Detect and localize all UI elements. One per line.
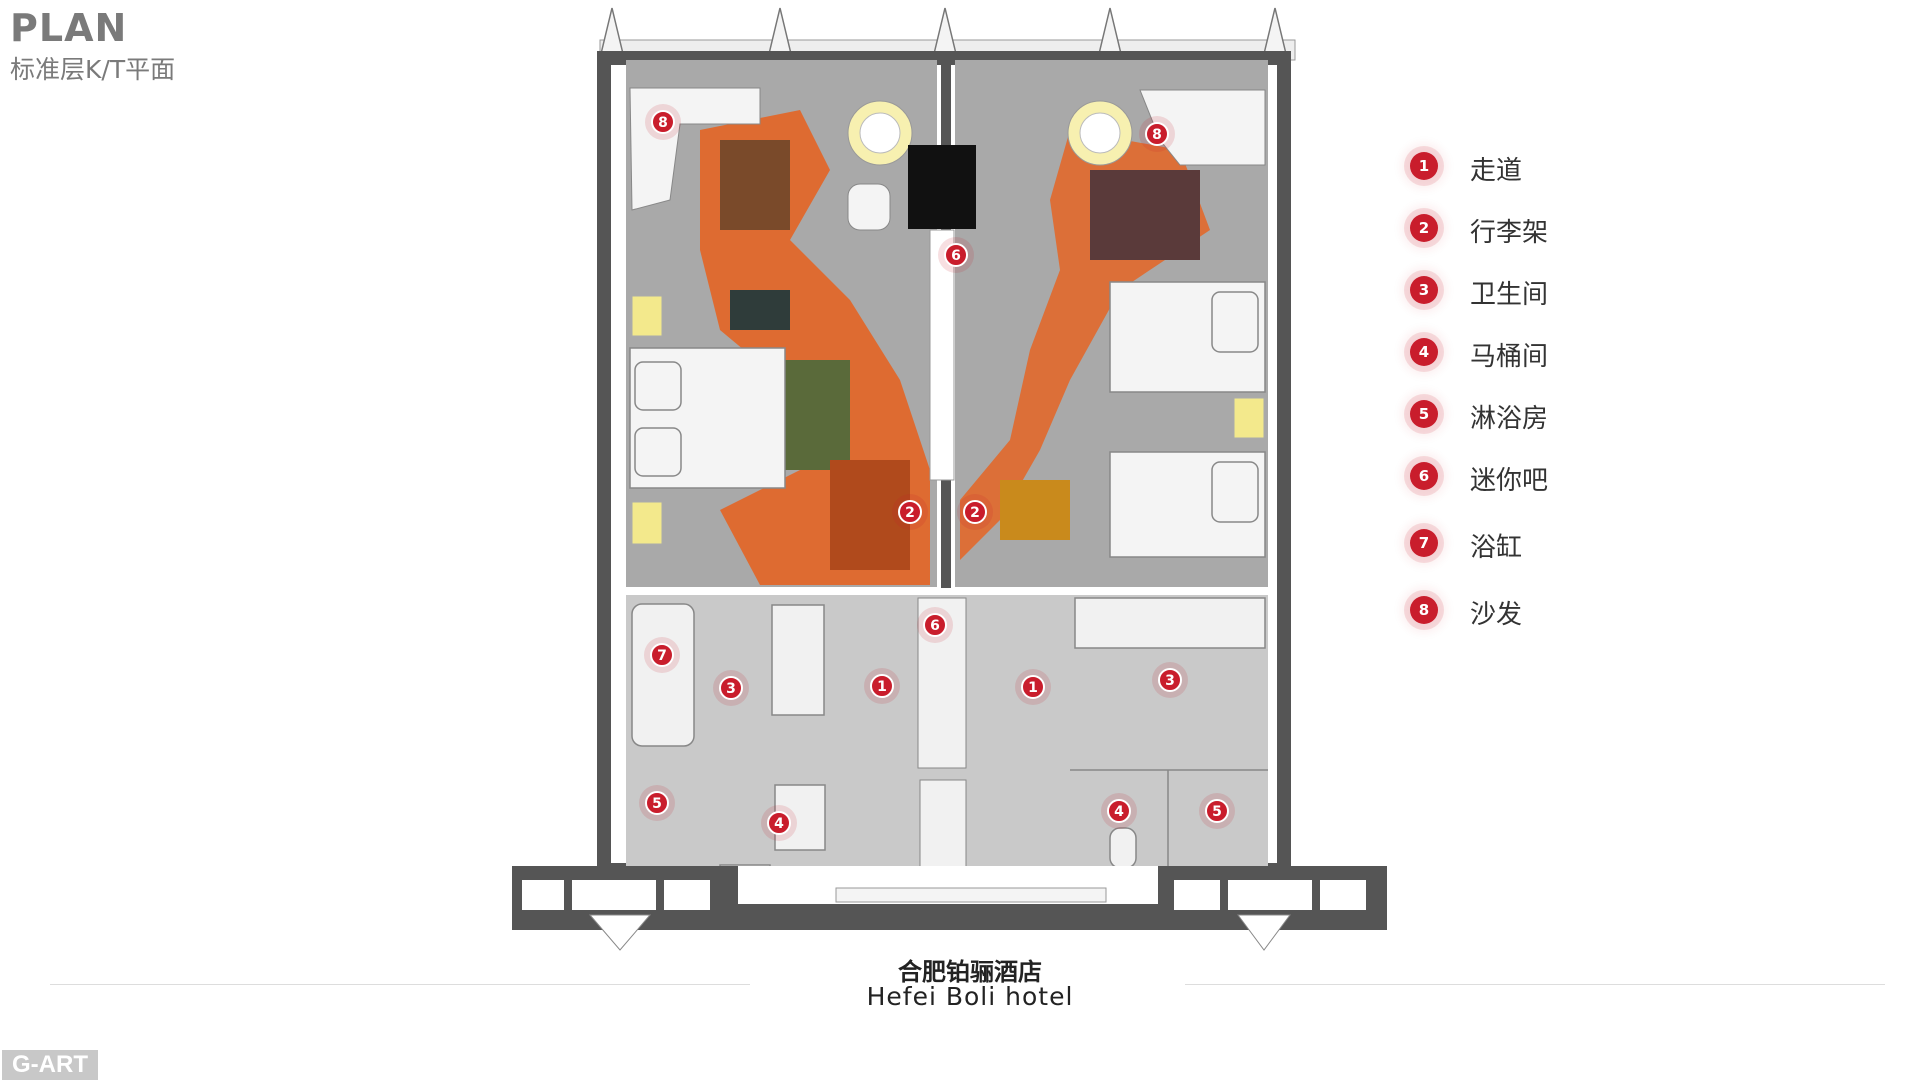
legend-label: 走道 (1470, 156, 1523, 186)
legend-marker: 6 (1410, 462, 1438, 490)
plan-marker-6b: 6 (917, 607, 953, 643)
legend-marker: 8 (1410, 596, 1438, 624)
legend-marker: 1 (1410, 152, 1438, 180)
legend-item: 4 马桶间 (1410, 336, 1710, 398)
bottom-structure (512, 866, 1387, 951)
plan-marker-6b-label: 6 (930, 618, 940, 634)
plan-marker-6a-label: 6 (951, 248, 961, 264)
plan-marker-2a-label: 2 (905, 505, 915, 521)
legend-item: 3 卫生间 (1410, 274, 1710, 336)
legend-label: 浴缸 (1470, 533, 1523, 563)
plan-marker-7: 7 (644, 637, 680, 673)
plan-marker-1b-label: 1 (1028, 680, 1038, 696)
legend-item: 7 浴缸 (1410, 527, 1710, 594)
plan-marker-3b-label: 3 (1165, 673, 1175, 689)
legend-item: 5 淋浴房 (1410, 398, 1710, 460)
plan-marker-5b: 5 (1199, 793, 1235, 829)
plan-marker-3a: 3 (713, 670, 749, 706)
plan-marker-7-label: 7 (657, 648, 667, 664)
plan-marker-2b-label: 2 (970, 505, 980, 521)
column-ridges (599, 7, 1288, 59)
hotel-name-zh: 合肥铂骊酒店 (898, 958, 1042, 986)
plan-marker-3b: 3 (1152, 662, 1188, 698)
minibar-top (908, 145, 976, 229)
plan-marker-2a: 2 (892, 494, 928, 530)
plan-marker-8a-label: 8 (658, 115, 668, 131)
plan-marker-8a: 8 (645, 104, 681, 140)
plan-marker-4b-label: 4 (1114, 804, 1124, 820)
carpet-left (700, 110, 930, 585)
legend-marker: 3 (1410, 276, 1438, 304)
legend-label: 淋浴房 (1470, 404, 1549, 434)
plan-marker-4a: 4 (761, 805, 797, 841)
plan-marker-4b: 4 (1101, 793, 1137, 829)
legend-item: 8 沙发 (1410, 594, 1710, 656)
furniture-top (629, 87, 1266, 231)
legend-label: 迷你吧 (1470, 466, 1549, 496)
beds-right (1109, 281, 1266, 558)
divider-left (50, 984, 750, 985)
legend-marker: 4 (1410, 338, 1438, 366)
legend-item: 1 走道 (1410, 150, 1710, 212)
divider-right (1185, 984, 1885, 985)
plan-marker-5a: 5 (639, 785, 675, 821)
legend-marker: 2 (1410, 214, 1438, 242)
hotel-name-en: Hefei Boli hotel (866, 982, 1074, 1011)
plan-marker-5b-label: 5 (1212, 804, 1222, 820)
plan-marker-5a-label: 5 (652, 796, 662, 812)
page-title: PLAN (10, 6, 128, 50)
plan-marker-1a-label: 1 (877, 679, 887, 695)
legend-label: 马桶间 (1470, 342, 1549, 372)
plan-marker-1b: 1 (1015, 669, 1051, 705)
plan-marker-1a: 1 (864, 668, 900, 704)
carpet-right (960, 130, 1210, 560)
plan-marker-8b: 8 (1139, 116, 1175, 152)
plan-marker-4a-label: 4 (774, 816, 784, 832)
bathroom-right (1070, 597, 1268, 869)
legend-label: 行李架 (1470, 218, 1549, 248)
lamps (631, 295, 1265, 545)
legend-marker: 5 (1410, 400, 1438, 428)
beds-left (629, 347, 786, 489)
closet (929, 229, 955, 481)
legend-item: 2 行李架 (1410, 212, 1710, 274)
plan-marker-2b: 2 (957, 494, 993, 530)
legend-item: 6 迷你吧 (1410, 460, 1710, 527)
legend-label: 沙发 (1470, 600, 1523, 630)
plan-marker-3a-label: 3 (726, 681, 736, 697)
plan-marker-6a: 6 (938, 237, 974, 273)
legend-label: 卫生间 (1470, 280, 1549, 310)
legend-marker: 7 (1410, 529, 1438, 557)
brand-logo: G-ART (2, 1050, 98, 1080)
page-subtitle: 标准层K/T平面 (10, 55, 176, 84)
legend: 1 走道 2 行李架 3 卫生间 4 马桶间 5 淋浴房 6 迷你吧 7 浴缸 … (1410, 150, 1710, 656)
plan-marker-8b-label: 8 (1152, 127, 1162, 143)
